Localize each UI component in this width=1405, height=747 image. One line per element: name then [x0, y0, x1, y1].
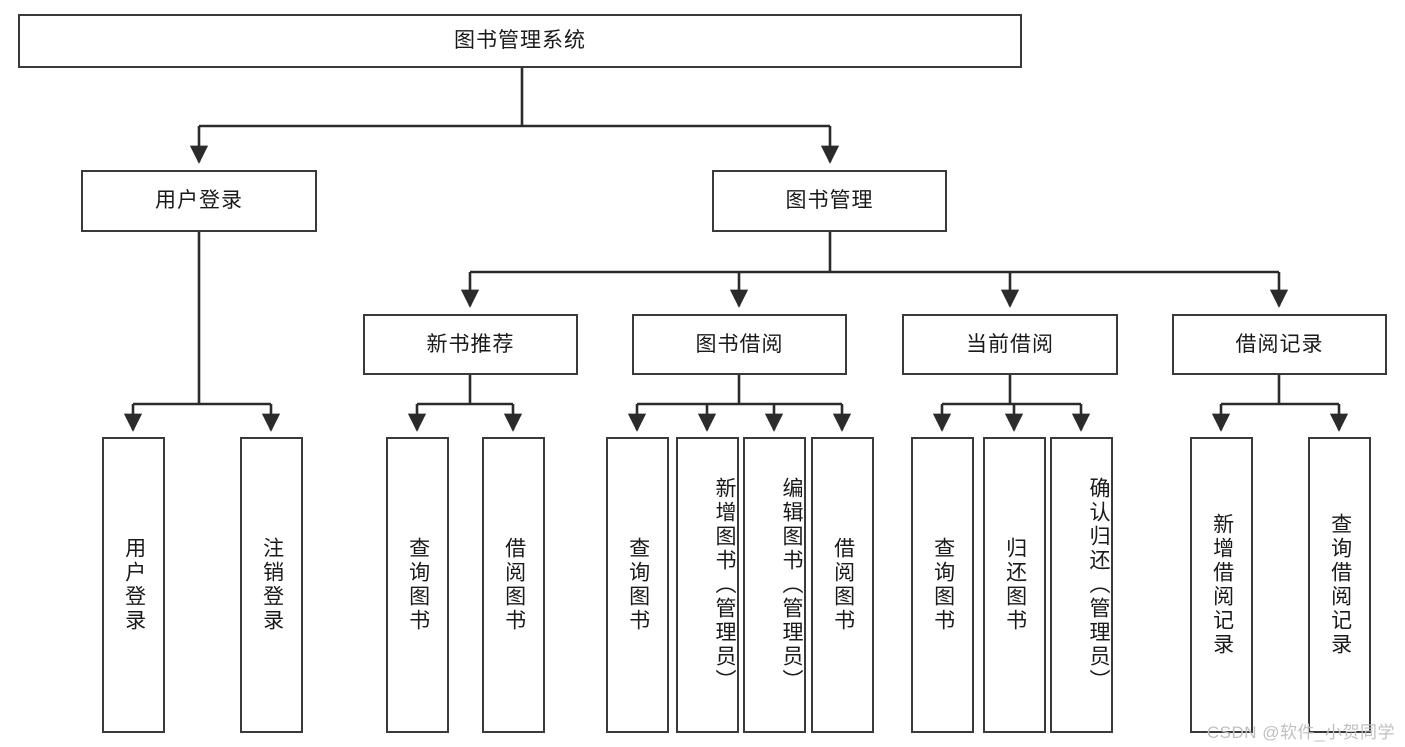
node-leaf-user-login-label: 用户登录: [122, 537, 146, 633]
node-book-borrow[interactable]: 图书借阅: [632, 314, 847, 375]
node-leaf-logout[interactable]: 注销登录: [240, 437, 303, 733]
node-leaf-edit-book[interactable]: 编辑图书（管理员）: [743, 437, 806, 733]
node-leaf-borrow-book-1-label: 借阅图书: [502, 537, 526, 633]
node-leaf-query-book-1[interactable]: 查询图书: [386, 437, 449, 733]
node-leaf-query-record[interactable]: 查询借阅记录: [1308, 437, 1371, 733]
node-new-book-rec-label: 新书推荐: [426, 332, 515, 356]
node-borrow-record-label: 借阅记录: [1235, 332, 1324, 356]
node-leaf-borrow-book-1[interactable]: 借阅图书: [482, 437, 545, 733]
node-leaf-query-book-2-label: 查询图书: [626, 537, 650, 633]
node-leaf-query-book-2[interactable]: 查询图书: [606, 437, 669, 733]
node-leaf-logout-label: 注销登录: [260, 537, 284, 633]
node-leaf-borrow-book-2-label: 借阅图书: [831, 537, 855, 633]
node-book-manage[interactable]: 图书管理: [712, 170, 947, 232]
node-leaf-query-book-1-label: 查询图书: [406, 537, 430, 633]
node-current-borrow[interactable]: 当前借阅: [902, 314, 1118, 375]
node-leaf-return-book[interactable]: 归还图书: [983, 437, 1046, 733]
node-new-book-rec[interactable]: 新书推荐: [363, 314, 578, 375]
node-leaf-add-record-label: 新增借阅记录: [1210, 513, 1234, 657]
node-leaf-add-book-label: 新增图书（管理员）: [713, 477, 736, 693]
node-leaf-confirm-return[interactable]: 确认归还（管理员）: [1050, 437, 1113, 733]
node-leaf-add-record[interactable]: 新增借阅记录: [1190, 437, 1253, 733]
node-leaf-user-login[interactable]: 用户登录: [102, 437, 165, 733]
node-user-login-label: 用户登录: [155, 189, 243, 213]
node-leaf-borrow-book-2[interactable]: 借阅图书: [811, 437, 874, 733]
node-book-borrow-label: 图书借阅: [695, 332, 784, 356]
node-root-label: 图书管理系统: [454, 29, 586, 53]
node-leaf-query-book-3-label: 查询图书: [931, 537, 955, 633]
node-leaf-query-book-3[interactable]: 查询图书: [911, 437, 974, 733]
node-leaf-query-record-label: 查询借阅记录: [1328, 513, 1352, 657]
node-leaf-confirm-return-label: 确认归还（管理员）: [1087, 477, 1110, 693]
node-borrow-record[interactable]: 借阅记录: [1172, 314, 1387, 375]
node-book-manage-label: 图书管理: [785, 189, 874, 213]
node-user-login[interactable]: 用户登录: [81, 170, 317, 232]
node-leaf-return-book-label: 归还图书: [1003, 537, 1027, 633]
node-current-borrow-label: 当前借阅: [966, 332, 1054, 356]
node-leaf-add-book[interactable]: 新增图书（管理员）: [676, 437, 739, 733]
node-root[interactable]: 图书管理系统: [18, 14, 1022, 68]
node-leaf-edit-book-label: 编辑图书（管理员）: [780, 477, 803, 693]
watermark: CSDN @软件_小贺同学: [1206, 723, 1395, 742]
